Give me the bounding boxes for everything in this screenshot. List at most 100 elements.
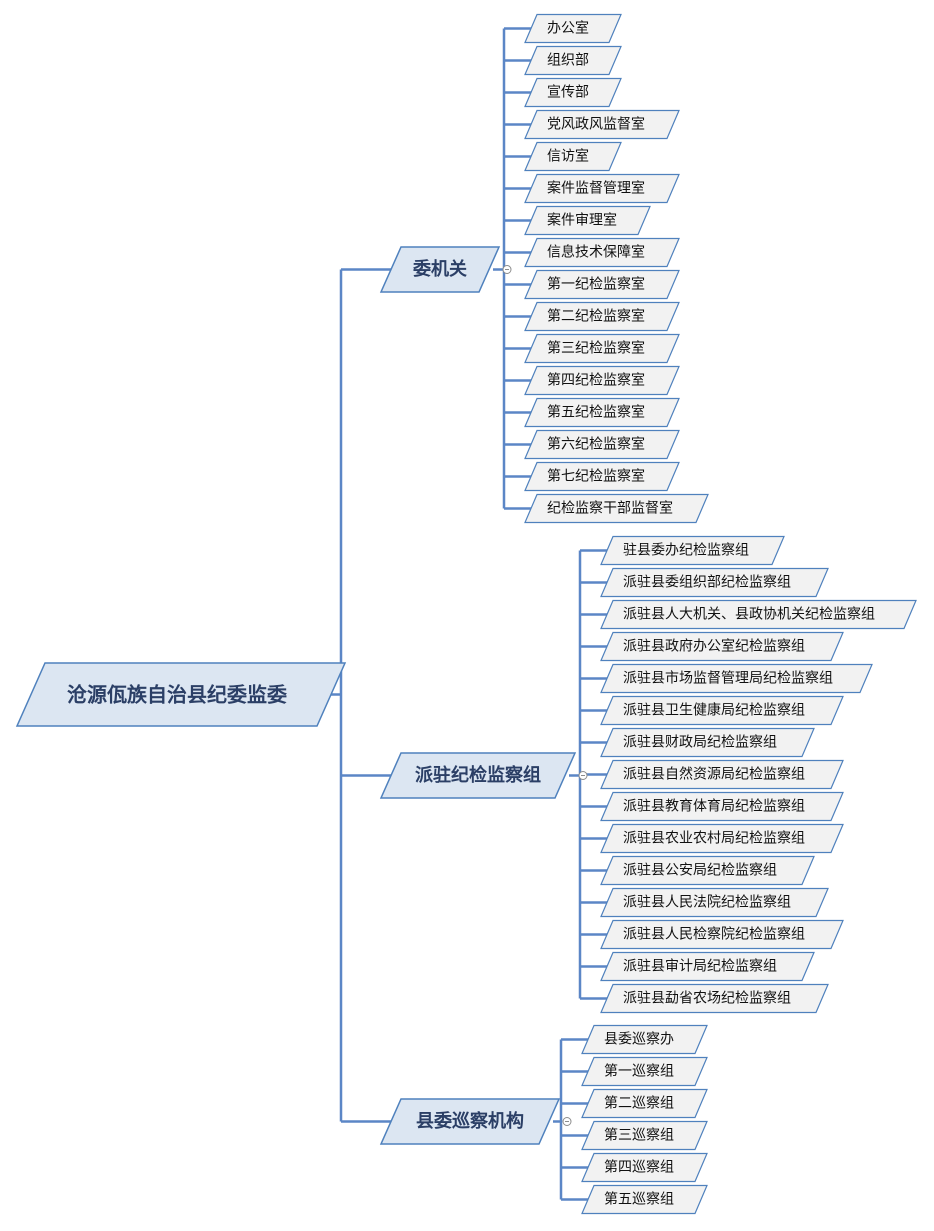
collapse-toggle-icon[interactable] [578,771,588,780]
leaf-node[interactable]: 派驻县教育体育局纪检监察组 [600,791,844,822]
leaf-node-shape [600,695,844,726]
leaf-node-shape [524,269,680,300]
leaf-node[interactable]: 案件监督管理室 [524,173,680,204]
leaf-node[interactable]: 第三纪检监察室 [524,333,680,364]
connector-lines [331,27,607,1201]
leaf-node[interactable]: 派驻县人民检察院纪检监察组 [600,919,844,950]
branch-node-shape [379,1098,561,1145]
leaf-node[interactable]: 宣传部 [524,77,622,108]
leaf-node[interactable]: 案件审理室 [524,205,651,236]
collapse-toggle-icon[interactable] [562,1117,572,1126]
leaf-node-label: 第三纪检监察室 [547,340,645,357]
leaf-node-label: 派驻县市场监督管理局纪检监察组 [623,670,833,687]
leaf-node-shape [524,461,680,492]
leaf-node-shape [581,1184,708,1215]
leaf-node-shape [524,493,709,524]
leaf-node-label: 驻县委办纪检监察组 [623,542,749,559]
leaf-node-label: 第二巡察组 [604,1095,674,1112]
leaf-node[interactable]: 第二巡察组 [581,1088,708,1119]
leaf-node[interactable]: 第一纪检监察室 [524,269,680,300]
leaf-node-shape [581,1024,708,1055]
leaf-node-label: 第三巡察组 [604,1127,674,1144]
leaf-node-shape [600,855,815,886]
branch-node[interactable]: 县委巡察机构 [379,1098,561,1145]
leaf-node-label: 派驻县人大机关、县政协机关纪检监察组 [623,606,875,623]
leaf-node-label: 第四纪检监察室 [547,372,645,389]
leaf-node[interactable]: 纪检监察干部监督室 [524,493,709,524]
leaf-node-shape [600,759,844,790]
leaf-node[interactable]: 派驻县勐省农场纪检监察组 [600,983,829,1014]
branch-node-label: 委机关 [412,258,467,280]
leaf-node-shape [524,13,622,44]
leaf-node[interactable]: 派驻县自然资源局纪检监察组 [600,759,844,790]
leaf-node[interactable]: 党风政风监督室 [524,109,680,140]
leaf-node[interactable]: 县委巡察办 [581,1024,708,1055]
leaf-node-label: 第七纪检监察室 [547,468,645,485]
leaf-node-label: 派驻县委组织部纪检监察组 [623,574,791,591]
leaf-node-shape [524,301,680,332]
leaf-node-shape [600,663,873,694]
leaf-node[interactable]: 信息技术保障室 [524,237,680,268]
root-node-shape [15,662,347,727]
leaf-node-label: 第五巡察组 [604,1191,674,1208]
leaf-node[interactable]: 第五纪检监察室 [524,397,680,428]
leaf-node[interactable]: 派驻县政府办公室纪检监察组 [600,631,844,662]
leaf-node[interactable]: 组织部 [524,45,622,76]
leaf-node[interactable]: 驻县委办纪检监察组 [600,535,785,566]
leaf-node[interactable]: 办公室 [524,13,622,44]
leaf-node[interactable]: 派驻县人民法院纪检监察组 [600,887,829,918]
leaf-node-label: 派驻县勐省农场纪检监察组 [623,990,791,1007]
leaf-node-shape [600,727,815,758]
leaf-node-shape [524,333,680,364]
leaf-node-label: 办公室 [547,20,589,37]
leaf-node-shape [524,109,680,140]
collapse-toggle-icon[interactable] [502,265,512,274]
leaf-node-label: 第四巡察组 [604,1159,674,1176]
leaf-node[interactable]: 第一巡察组 [581,1056,708,1087]
leaf-node-label: 第一纪检监察室 [547,276,645,293]
leaf-node[interactable]: 派驻县财政局纪检监察组 [600,727,815,758]
leaf-node-shape [524,77,622,108]
leaf-node-label: 派驻县财政局纪检监察组 [623,734,777,751]
leaf-node-label: 信息技术保障室 [547,244,645,261]
root-node[interactable]: 沧源佤族自治县纪委监委 [15,662,347,727]
leaf-node-label: 派驻县卫生健康局纪检监察组 [623,702,805,719]
leaf-node[interactable]: 信访室 [524,141,622,172]
leaf-node[interactable]: 派驻县市场监督管理局纪检监察组 [600,663,873,694]
leaf-node-label: 第五纪检监察室 [547,404,645,421]
leaf-node[interactable]: 第三巡察组 [581,1120,708,1151]
leaf-node[interactable]: 第五巡察组 [581,1184,708,1215]
leaf-node[interactable]: 第四纪检监察室 [524,365,680,396]
leaf-node-shape [524,237,680,268]
leaf-node-label: 派驻县农业农村局纪检监察组 [623,830,805,847]
leaf-node[interactable]: 第六纪检监察室 [524,429,680,460]
leaf-node-label: 案件审理室 [547,212,617,229]
leaf-node-shape [524,429,680,460]
leaf-node-shape [581,1088,708,1119]
leaf-node[interactable]: 派驻县公安局纪检监察组 [600,855,815,886]
branch-node-shape [379,246,501,293]
leaf-node-shape [524,45,622,76]
branch-node-label: 县委巡察机构 [416,1110,524,1132]
leaf-node-shape [600,791,844,822]
leaf-node[interactable]: 派驻县卫生健康局纪检监察组 [600,695,844,726]
leaf-node[interactable]: 第七纪检监察室 [524,461,680,492]
leaf-node[interactable]: 第二纪检监察室 [524,301,680,332]
leaf-node-shape [600,631,844,662]
leaf-node-label: 第一巡察组 [604,1063,674,1080]
leaf-node-label: 派驻县教育体育局纪检监察组 [623,798,805,815]
leaf-node-label: 派驻县政府办公室纪检监察组 [623,638,805,655]
leaf-node[interactable]: 派驻县委组织部纪检监察组 [600,567,829,598]
leaf-node-shape [600,983,829,1014]
leaf-node-shape [524,397,680,428]
leaf-node-label: 第六纪检监察室 [547,436,645,453]
leaf-node[interactable]: 第四巡察组 [581,1152,708,1183]
branch-node[interactable]: 派驻纪检监察组 [379,752,577,799]
leaf-node[interactable]: 派驻县审计局纪检监察组 [600,951,815,982]
leaf-node-shape [524,205,651,236]
leaf-node-shape [524,365,680,396]
branch-node[interactable]: 委机关 [379,246,501,293]
leaf-node[interactable]: 派驻县农业农村局纪检监察组 [600,823,844,854]
leaf-node[interactable]: 派驻县人大机关、县政协机关纪检监察组 [600,599,917,630]
